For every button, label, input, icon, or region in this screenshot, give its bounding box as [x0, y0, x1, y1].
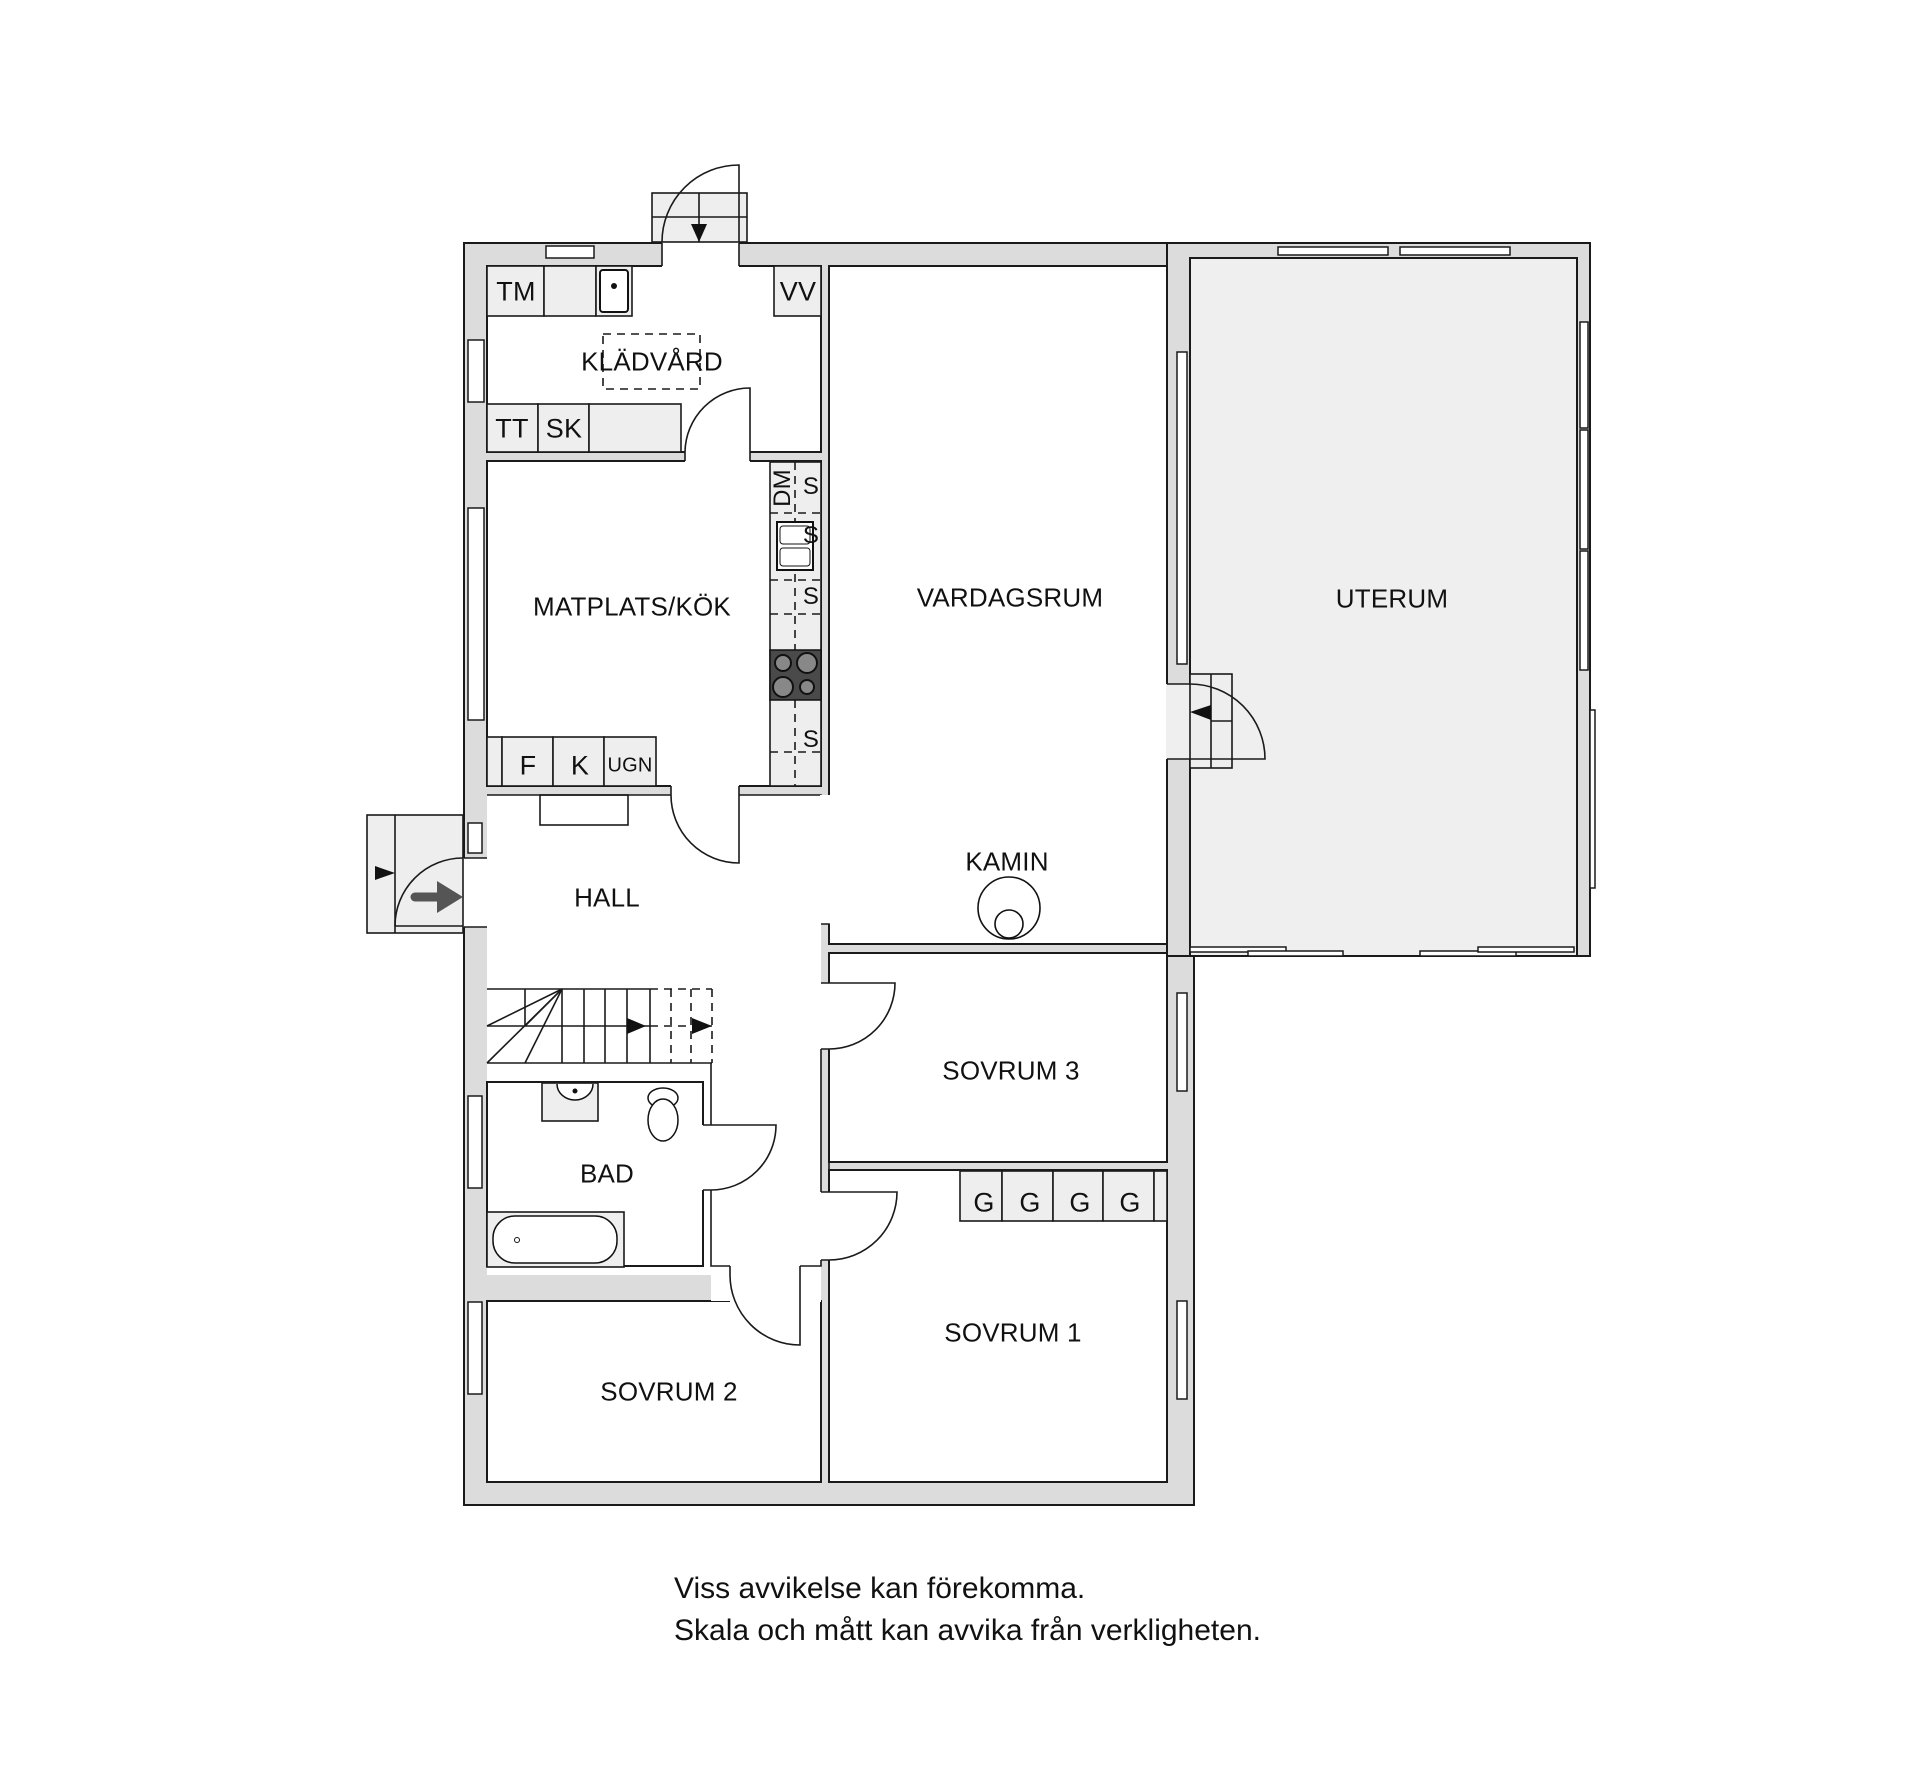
uterum-floor: [1189, 257, 1578, 957]
fixture-label-s4: S: [802, 726, 820, 753]
kitchen-counter: [486, 461, 822, 864]
kamin: [977, 876, 1041, 940]
wall-edges: [464, 243, 1190, 1275]
hall-wall-lines: [702, 1049, 830, 1267]
fixture-label-tt: TT: [495, 413, 529, 444]
side-entrance-gap: [462, 858, 489, 927]
side-entrance: [366, 814, 464, 934]
room-label-sovrum3: SOVRUM 3: [942, 1055, 1080, 1086]
room-label-matplats-kok: MATPLATS/KÖK: [533, 591, 731, 622]
room-label-sovrum2: SOVRUM 2: [600, 1376, 738, 1407]
wardrobe-label-2: G: [1019, 1187, 1041, 1218]
bad-door-gap: [702, 1125, 712, 1190]
fixture-label-vv: VV: [779, 276, 817, 307]
hall-kitchen-gap: [671, 784, 739, 797]
uterum-door-gap: [1166, 684, 1191, 759]
fixture-label-f: F: [519, 750, 537, 781]
fixture-label-tm: TM: [496, 276, 536, 307]
staircase: [486, 988, 713, 1064]
hall-corridor: [711, 1063, 821, 1301]
room-label-bad: BAD: [579, 1158, 635, 1189]
sovrum2-floor: [486, 1300, 822, 1483]
vardagsrum-floor: [828, 265, 1168, 945]
hall-vardagsrum-opening: [820, 795, 830, 924]
disclaimer-line-1: Viss avvikelse kan förekomma.: [674, 1572, 1086, 1605]
wardrobe-row: [959, 1170, 1168, 1222]
sovrum1-floor: [828, 1169, 1168, 1483]
fixture-label-dm: DM: [769, 469, 796, 507]
bathroom-fixtures: [486, 1082, 777, 1268]
room-label-kamin: KAMIN: [965, 846, 1049, 877]
wardrobe-label-1: G: [973, 1187, 995, 1218]
sovrum1-door-gap: [820, 1192, 830, 1260]
room-label-kladvard: KLÄDVÅRD: [581, 346, 723, 377]
fixture-label-k: K: [570, 750, 590, 781]
fixture-label-s2: S: [802, 522, 820, 549]
room-label-uterum: UTERUM: [1335, 583, 1449, 614]
front-entrance: [651, 164, 748, 243]
windows: [467, 245, 1596, 1400]
room-label-vardagsrum: VARDAGSRUM: [916, 582, 1104, 613]
fixture-label-s3: S: [802, 583, 820, 610]
bedroom-doors: [729, 982, 898, 1346]
kitchen-door-gap: [685, 450, 750, 463]
front-door-gap: [662, 241, 739, 268]
fixture-label-ugn: UGN: [607, 754, 653, 777]
room-label-sovrum1: SOVRUM 1: [944, 1317, 1082, 1348]
wardrobe-label-4: G: [1119, 1187, 1141, 1218]
uterum-entrance: [1189, 673, 1266, 769]
sovrum3-floor: [828, 952, 1168, 1163]
wardrobe-label-3: G: [1069, 1187, 1091, 1218]
sovrum2-door-gap: [730, 1265, 800, 1302]
disclaimer-line-2: Skala och mått kan avvika från verklighe…: [674, 1614, 1261, 1647]
kitchen-floor: [486, 460, 822, 787]
room-label-hall: HALL: [574, 882, 640, 913]
fixture-label-s1: S: [802, 473, 820, 500]
sovrum3-door-gap: [820, 983, 830, 1049]
fixture-label-sk: SK: [545, 413, 583, 444]
kladvard-fixtures: [486, 265, 822, 453]
